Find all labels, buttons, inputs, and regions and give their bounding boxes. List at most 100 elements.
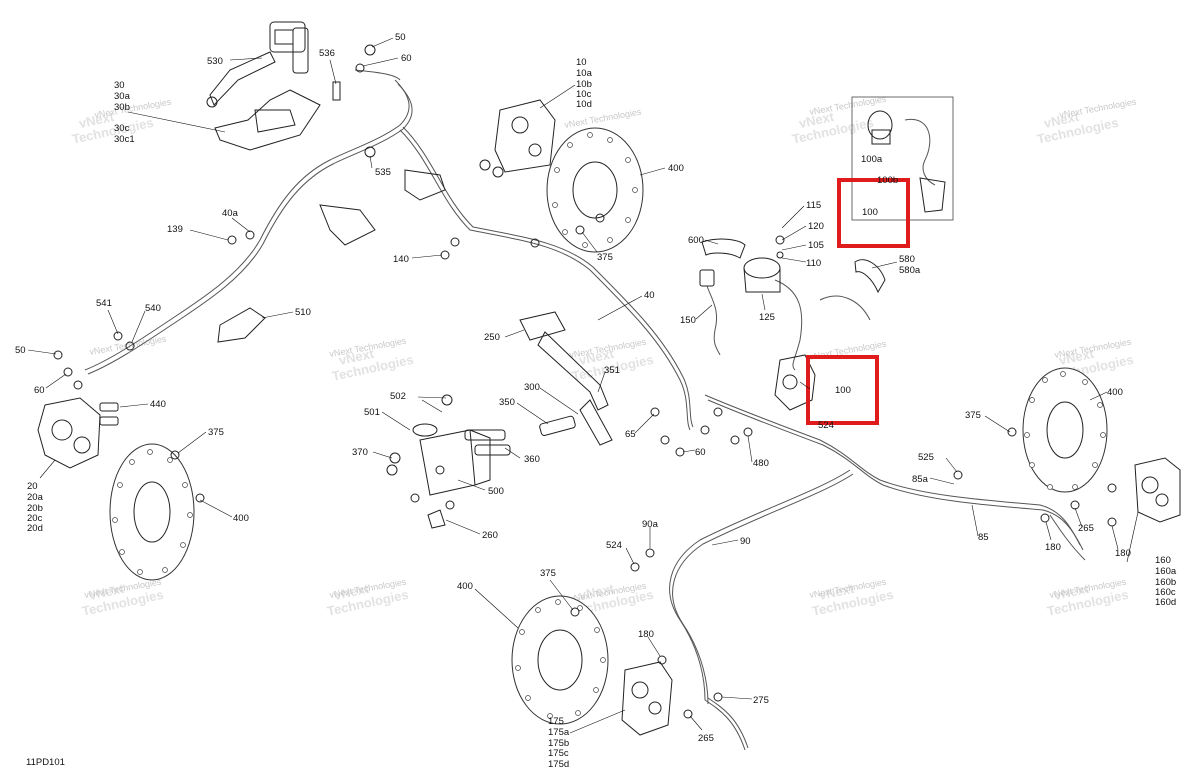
callout-85a: 85a — [912, 474, 929, 485]
callout-60: 60 — [695, 447, 706, 458]
callout-40a: 40a — [222, 208, 239, 219]
watermark-line1: vNext — [1053, 581, 1091, 603]
callout-115: 115 — [806, 200, 821, 211]
callout-500: 500 — [488, 486, 504, 497]
diagram-code: 11PD101 — [26, 757, 65, 768]
bracket-100b — [919, 177, 946, 213]
callout-160d: 160d — [1155, 597, 1176, 608]
handlebar-master-cylinder — [206, 21, 321, 151]
callout-139: 139 — [167, 224, 183, 235]
upper-junction-parts — [319, 44, 446, 246]
bracket-510 — [217, 307, 266, 343]
reservoir-125 — [743, 235, 785, 293]
sensor-150 — [699, 238, 746, 356]
callout-160b: 160b — [1155, 577, 1176, 588]
callout-524: 524 — [606, 540, 622, 551]
callout-600: 600 — [688, 235, 704, 246]
hose-580 — [854, 259, 886, 294]
callout-10a: 10a — [576, 68, 593, 79]
callout-360: 360 — [524, 454, 540, 465]
abs-unit-100 — [774, 354, 816, 411]
callout-100b: 100b — [877, 175, 898, 186]
callout-440: 440 — [150, 399, 166, 410]
watermark-line1: vNext — [338, 346, 376, 368]
callout-541: 541 — [96, 298, 112, 309]
callout-375: 375 — [965, 410, 981, 421]
callout-105: 105 — [808, 240, 824, 251]
callout-180: 180 — [1045, 542, 1061, 553]
callout-65: 65 — [625, 429, 636, 440]
watermark-line1: vNext — [798, 109, 836, 131]
callout-100-detail: 100 — [862, 207, 878, 218]
brake-pedal-250 — [519, 311, 613, 446]
callout-50: 50 — [15, 345, 26, 356]
callout-530: 530 — [207, 56, 223, 67]
callout-160c: 160c — [1155, 587, 1176, 598]
brake-disc-front-left — [109, 443, 195, 581]
highlight-box-100-detail — [837, 178, 910, 248]
brake-disc-rear-left — [511, 595, 609, 725]
highlight-box-100-main — [806, 355, 879, 425]
callout-10c: 10c — [576, 89, 592, 100]
callout-125: 125 — [759, 312, 775, 323]
callout-100-main: 100 — [835, 385, 851, 396]
callout-175a: 175a — [548, 727, 570, 738]
watermark-line1: vNext — [78, 109, 116, 131]
brake-disc-rear-right — [1022, 367, 1108, 493]
callout-10d: 10d — [576, 99, 592, 110]
callout-524: 524 — [818, 420, 834, 431]
callout-501: 501 — [364, 407, 380, 418]
brake-disc-front-right — [546, 127, 644, 253]
watermark-line1: vNext — [818, 581, 856, 603]
callout-60: 60 — [401, 53, 412, 64]
callout-110: 110 — [806, 258, 821, 269]
callout-180: 180 — [1115, 548, 1131, 559]
callout-20: 20 — [27, 481, 38, 492]
watermark-line1: vNext — [1058, 346, 1096, 368]
callout-150: 150 — [680, 315, 696, 326]
callout-351: 351 — [604, 365, 620, 376]
rear-right-caliper-160 — [1134, 457, 1181, 523]
callout-40: 40 — [644, 290, 655, 301]
callout-160a: 160a — [1155, 566, 1177, 577]
callout-580a: 580a — [899, 265, 921, 276]
callout-250: 250 — [484, 332, 500, 343]
callout-350: 350 — [499, 397, 515, 408]
callout-10b: 10b — [576, 79, 592, 90]
watermark-line1: vNext — [333, 581, 371, 603]
callout-400: 400 — [233, 513, 249, 524]
watermark-small: vNext Technologies — [564, 107, 643, 130]
callout-275: 275 — [753, 695, 769, 706]
callout-30b: 30b — [114, 102, 130, 113]
callout-30c1: 30c1 — [114, 134, 135, 145]
callout-30: 30 — [114, 80, 125, 91]
callout-540: 540 — [145, 303, 161, 314]
callout-175b: 175b — [548, 738, 569, 749]
callout-375: 375 — [540, 568, 556, 579]
watermark-line1: vNext — [578, 581, 616, 603]
callout-20b: 20b — [27, 503, 43, 514]
callout-370: 370 — [352, 447, 368, 458]
reservoir-100a — [867, 110, 893, 145]
callout-20c: 20c — [27, 513, 43, 524]
callout-140: 140 — [393, 254, 409, 265]
watermark-line1: vNext — [578, 346, 616, 368]
callout-20d: 20d — [27, 523, 43, 534]
callout-375: 375 — [208, 427, 224, 438]
front-right-caliper-10 — [479, 99, 556, 178]
callout-260: 260 — [482, 530, 498, 541]
callout-400: 400 — [1107, 387, 1123, 398]
callout-180: 180 — [638, 629, 654, 640]
callout-100a: 100a — [861, 154, 883, 165]
callout-300: 300 — [524, 382, 540, 393]
callout-510: 510 — [295, 307, 311, 318]
rear-left-caliper-175 — [621, 661, 673, 736]
callout-10: 10 — [576, 57, 587, 68]
callout-60: 60 — [34, 385, 45, 396]
callout-90a: 90a — [642, 519, 659, 530]
brake-discs — [109, 127, 1108, 725]
callout-400: 400 — [457, 581, 473, 592]
watermark-small: vNext Technologies — [1059, 97, 1138, 120]
